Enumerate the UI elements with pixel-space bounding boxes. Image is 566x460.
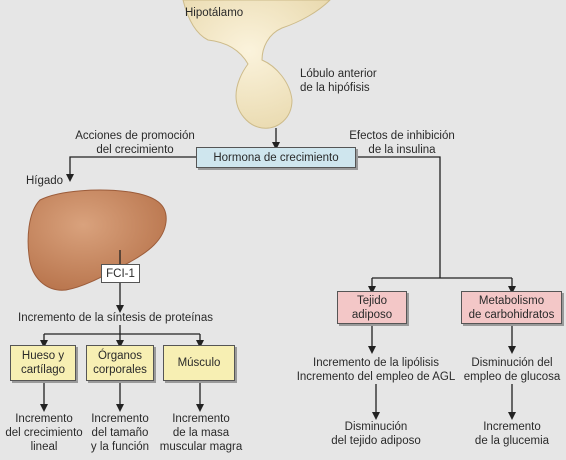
organs-box-line2: corporales xyxy=(93,364,147,376)
adipose-decrease-line1: Disminución xyxy=(344,421,408,433)
glycemia-label: Incremento de la glucemia xyxy=(462,420,562,448)
muscle-outcome-line2: de la masa xyxy=(172,427,230,439)
lipolysis-label: Incremento de la lipólisis Incremento de… xyxy=(286,356,466,384)
pituitary-label: Lóbulo anterior de la hipófisis xyxy=(300,67,377,95)
connectors xyxy=(40,128,516,420)
growth-actions-label: Acciones de promoción del crecimiento xyxy=(68,129,202,157)
muscle-outcome-line3: muscular magra xyxy=(159,441,243,453)
adipose-decrease-line2: del tejido adiposo xyxy=(331,435,421,447)
carb-box-line1: Metabolismo xyxy=(478,294,545,307)
bone-cartilage-box: Hueso y cartílago xyxy=(10,345,76,381)
pituitary-label-line2: de la hipófisis xyxy=(300,82,370,94)
organs-outcome-line2: del tamaño xyxy=(91,427,149,439)
muscle-outcome: Incremento de la masa muscular magra xyxy=(158,412,244,454)
carb-box-line2: de carbohidratos xyxy=(468,308,555,321)
adipose-box-line1: Tejido xyxy=(356,294,388,307)
glucose-use-line1: Disminución del xyxy=(471,357,553,369)
adipose-tissue-box: Tejido adiposo xyxy=(337,291,407,324)
line-hormone-to-liver xyxy=(66,156,196,182)
bone-outcome: Incremento del crecimiento lineal xyxy=(0,412,88,454)
bone-outcome-line1: Incremento xyxy=(15,413,73,425)
muscle-outcome-line1: Incremento xyxy=(172,413,230,425)
bone-outcome-line3: lineal xyxy=(30,441,58,453)
organs-outcome: Incremento del tamaño y la función xyxy=(80,412,160,454)
liver-label: Hígado xyxy=(26,175,64,187)
bone-outcome-line2: del crecimiento xyxy=(5,427,83,439)
muscle-box: Músculo xyxy=(163,345,235,381)
bone-box-line1: Hueso y xyxy=(21,350,65,362)
growth-hormone-box: Hormona de crecimiento xyxy=(196,147,356,168)
pituitary-illustration xyxy=(182,0,331,129)
growth-actions-line2: del crecimiento xyxy=(96,144,174,156)
liver-illustration xyxy=(27,189,167,291)
glucose-use-label: Disminución del empleo de glucosa xyxy=(456,356,566,384)
glycemia-line1: Incremento xyxy=(483,421,541,433)
glucose-use-line2: empleo de glucosa xyxy=(463,371,561,383)
growth-actions-line1: Acciones de promoción xyxy=(75,130,195,142)
pituitary-label-line1: Lóbulo anterior xyxy=(300,68,377,80)
fci-box: FCI-1 xyxy=(101,264,140,283)
organs-outcome-line3: y la función xyxy=(90,441,150,453)
organs-outcome-line1: Incremento xyxy=(91,413,149,425)
lipolysis-line2: Incremento del empleo de AGL xyxy=(296,371,456,383)
bone-box-line2: cartílago xyxy=(20,364,66,376)
organs-box: Órganos corporales xyxy=(86,345,154,381)
hypothalamus-label: Hipotálamo xyxy=(185,7,244,19)
protein-synthesis-label: Incremento de la síntesis de proteínas xyxy=(18,312,213,324)
insulin-effects-line1: Efectos de inhibición xyxy=(349,130,455,142)
glycemia-line2: de la glucemia xyxy=(474,435,550,447)
adipose-box-line2: adiposo xyxy=(351,308,393,321)
organs-box-line1: Órganos xyxy=(97,350,143,362)
adipose-decrease-label: Disminución del tejido adiposo xyxy=(320,420,432,448)
line-hormone-to-insulin xyxy=(356,156,441,278)
insulin-effects-label: Efectos de inhibición de la insulina xyxy=(340,129,464,157)
carbohydrate-metabolism-box: Metabolismo de carbohidratos xyxy=(461,291,562,324)
insulin-effects-line2: de la insulina xyxy=(368,144,436,156)
lipolysis-line1: Incremento de la lipólisis xyxy=(313,357,439,369)
